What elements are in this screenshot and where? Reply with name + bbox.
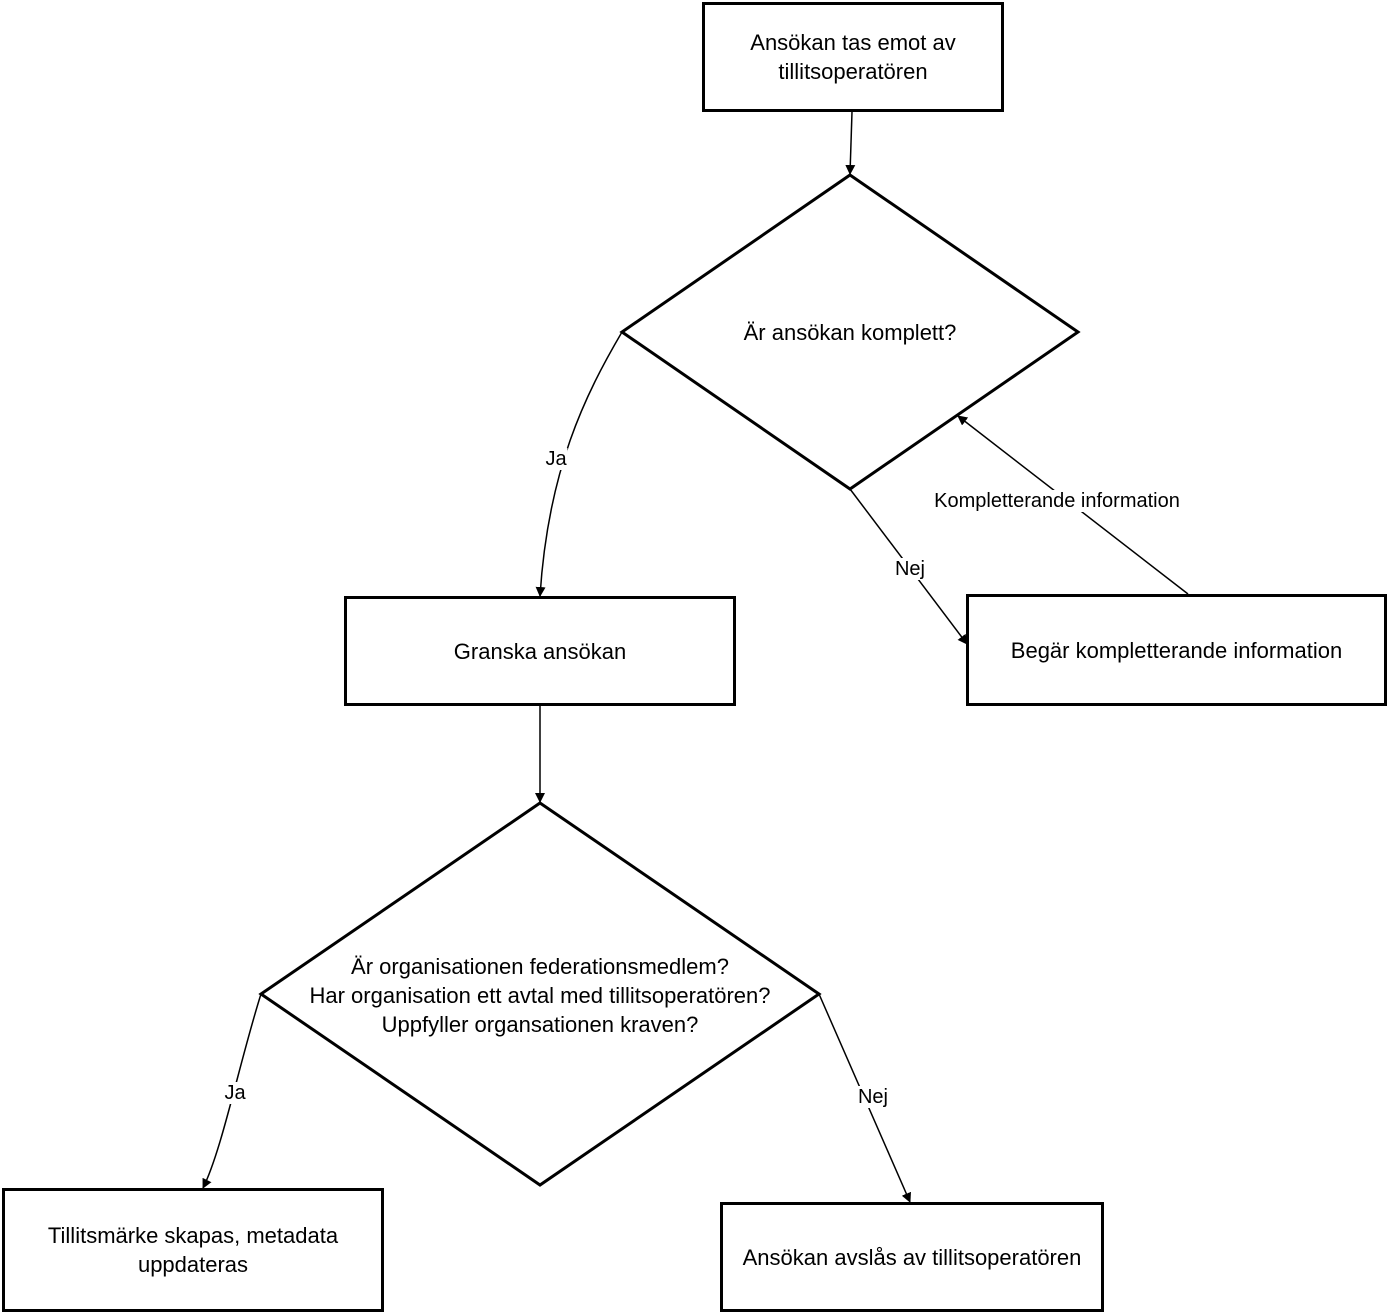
- edge-label-supplementary: Kompletterande information: [933, 490, 1181, 512]
- node-request-info: Begär kompletterande information: [966, 594, 1387, 706]
- edge-label-decision2-yes: Ja: [223, 1082, 247, 1104]
- decision-2-text: Är organisationen federationsmedlem? Har…: [309, 953, 771, 1037]
- decision-1-text: Är ansökan komplett?: [743, 319, 957, 345]
- edge-label-decision1-yes: Ja: [544, 448, 568, 470]
- node-trustmark: Tillitsmärke skapas, metadata uppdateras: [2, 1188, 384, 1312]
- edge-decision1-yes: [535, 331, 623, 597]
- edge-label-decision2-no: Nej: [856, 1086, 890, 1108]
- node-review: Granska ansökan: [344, 596, 736, 706]
- edge-label-decision1-no: Nej: [893, 558, 927, 580]
- node-rejected: Ansökan avslås av tillitsoperatören: [720, 1202, 1104, 1312]
- decision-2-shape: [258, 801, 822, 1187]
- edge-start-to-decision1: [845, 111, 856, 175]
- node-start: Ansökan tas emot av tillitsoperatören: [702, 2, 1004, 112]
